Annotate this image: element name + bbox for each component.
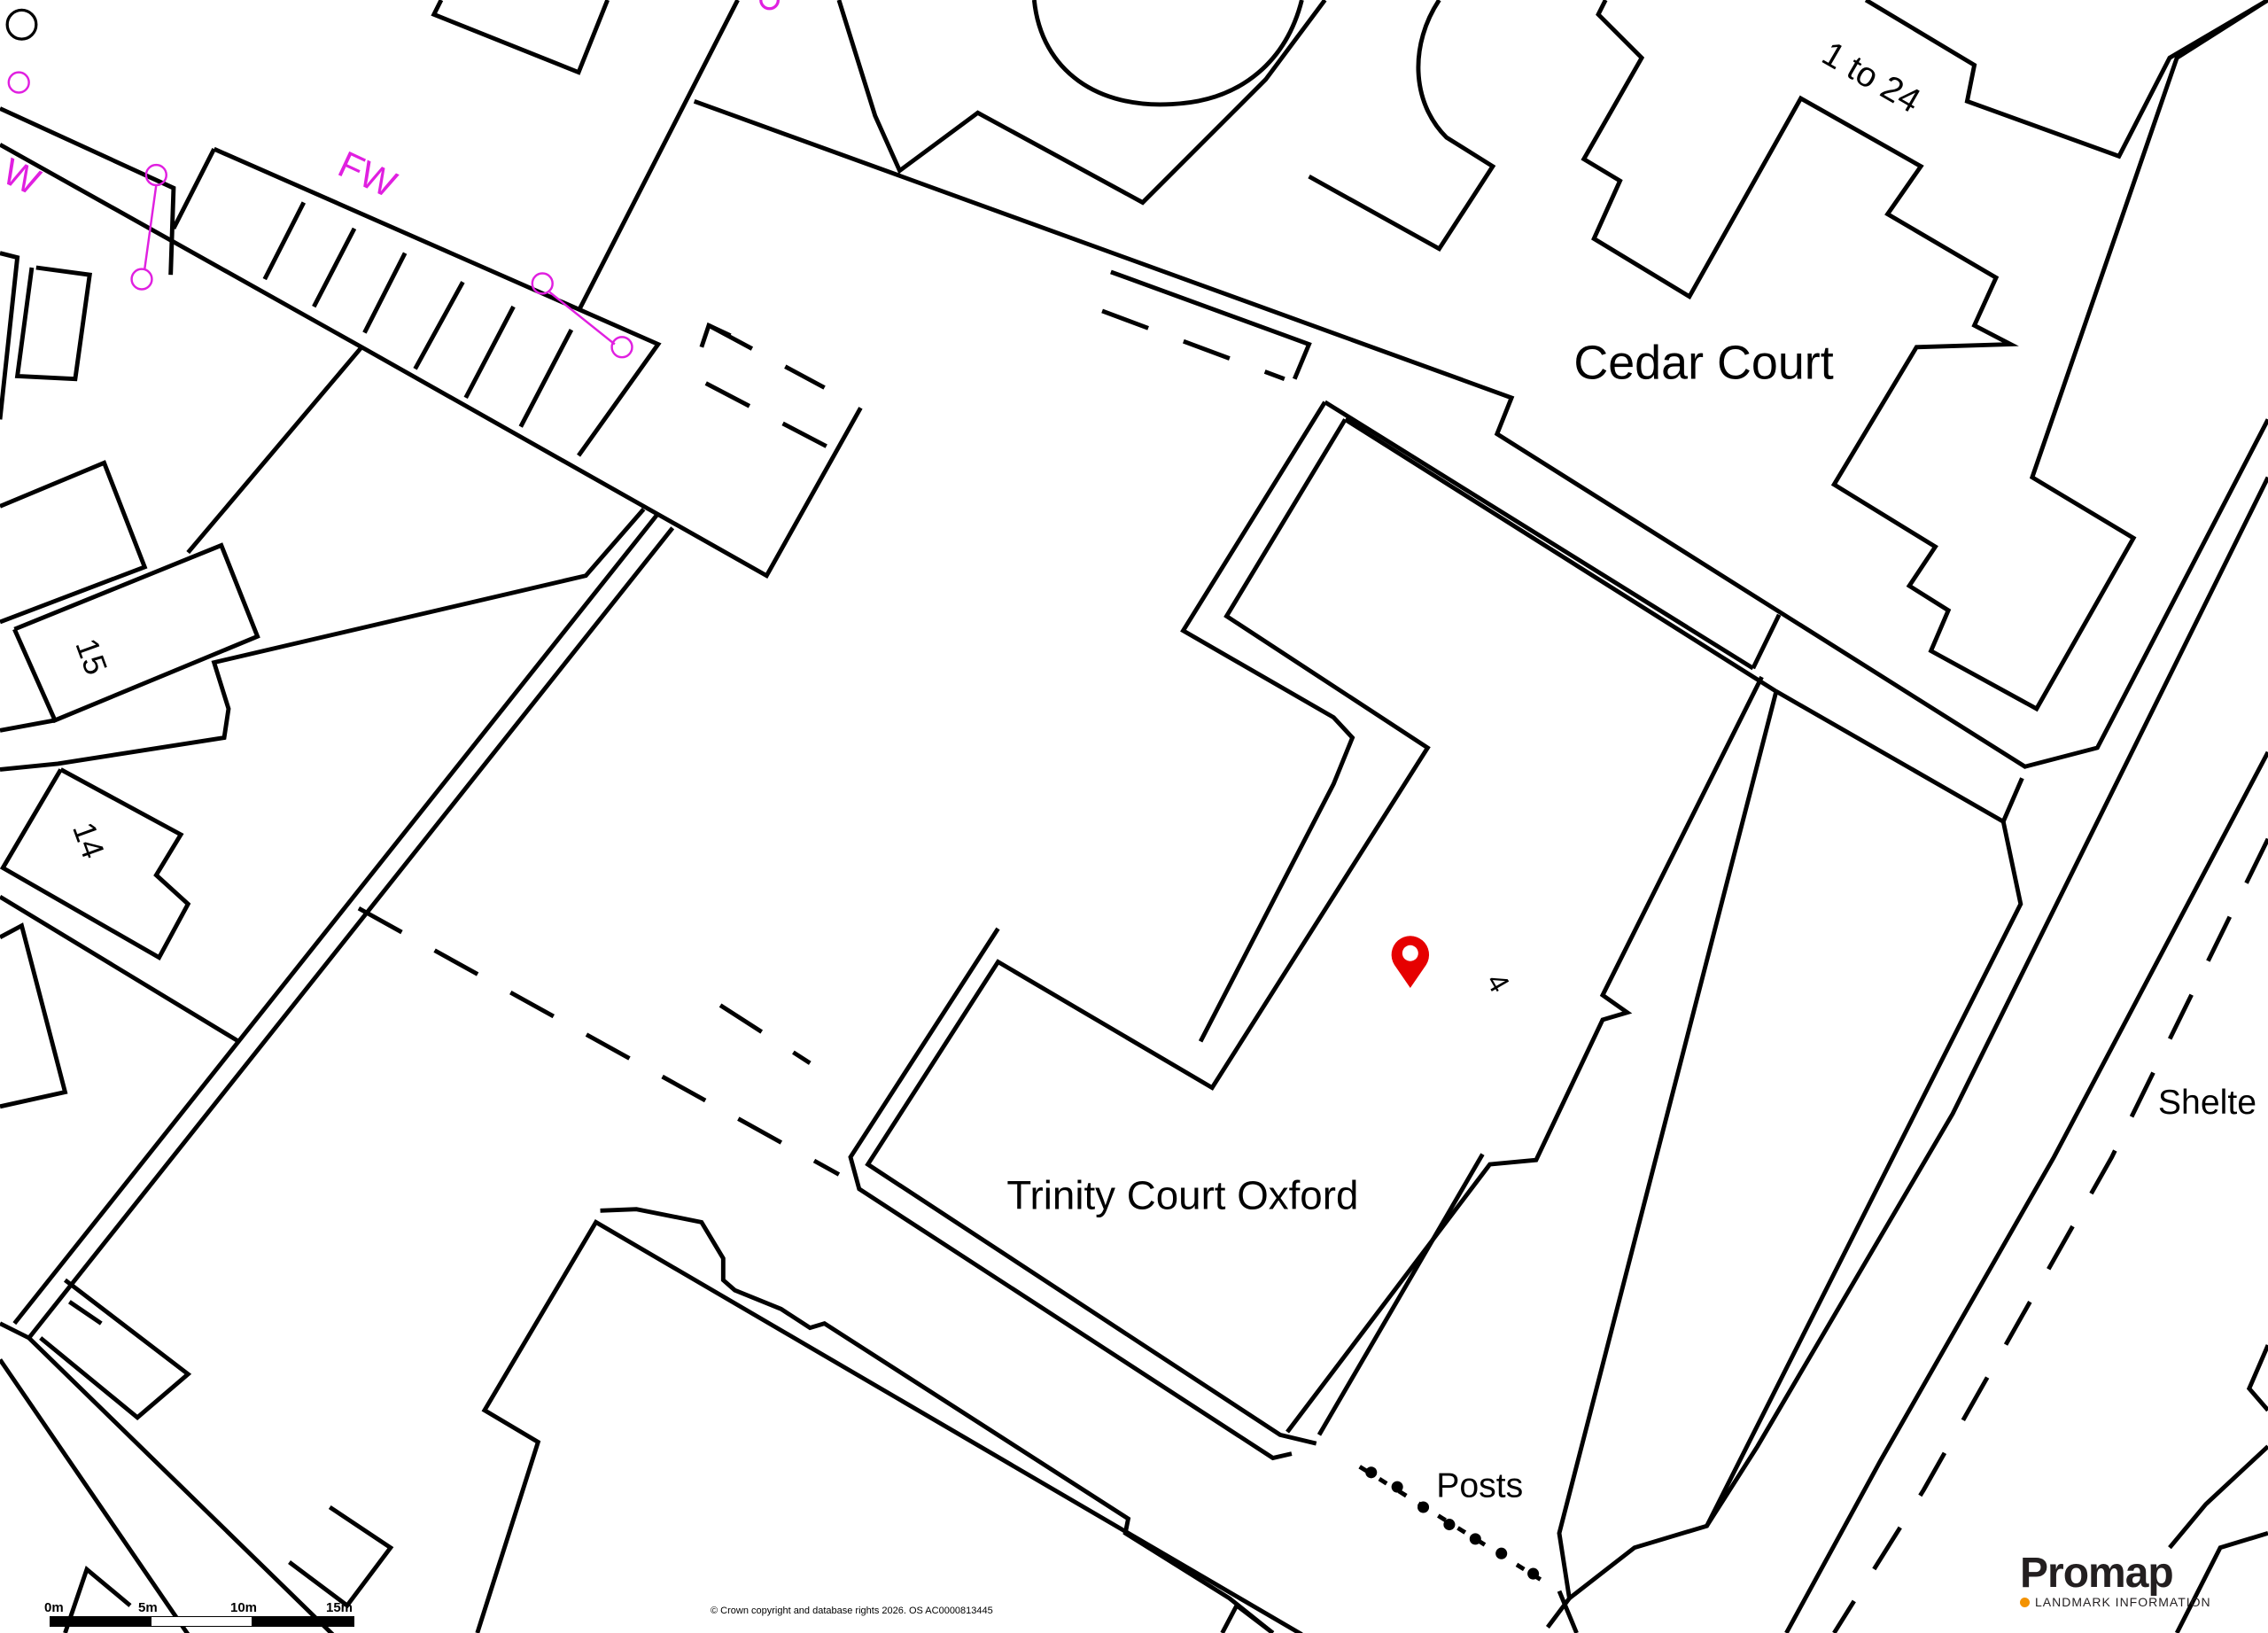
label-fw: FW — [332, 143, 403, 205]
scale-segment — [151, 1616, 253, 1627]
scale-segment — [252, 1616, 354, 1627]
posts-markers — [1358, 1465, 1542, 1582]
label-shelter: Shelte — [2158, 1084, 2256, 1122]
label-15: 15 — [68, 634, 114, 680]
scale-segment — [50, 1616, 152, 1627]
scale-tick-15: 15m — [326, 1600, 353, 1615]
scale-tick-5: 5m — [138, 1600, 158, 1615]
label-trinity-court-oxford: Trinity Court Oxford — [1006, 1173, 1358, 1218]
label-posts: Posts — [1436, 1467, 1523, 1505]
label-fw-partial: W — [0, 151, 46, 204]
north-arrow-icon — [5, 8, 38, 41]
dashed-boundaries — [357, 269, 2268, 1633]
copyright-notice: © Crown copyright and database rights 20… — [711, 1606, 993, 1616]
logo-tagline: LANDMARK INFORMATION — [2035, 1595, 2211, 1609]
logo-dot-icon — [2020, 1597, 2030, 1607]
footpath-features — [5, 0, 780, 359]
scale-tick-0: 0m — [44, 1600, 64, 1615]
label-1-to-24: 1 to 24 — [1815, 35, 1926, 121]
scale-tick-10: 10m — [230, 1600, 258, 1615]
label-cedar-court: Cedar Court — [1573, 337, 1833, 390]
promap-logo: Promap LANDMARK INFORMATION — [2020, 1552, 2211, 1609]
label-14: 14 — [66, 817, 112, 863]
logo-name: Promap — [2020, 1550, 2174, 1597]
location-pin-icon[interactable] — [1391, 936, 1430, 988]
label-4: 4 — [1480, 968, 1517, 998]
